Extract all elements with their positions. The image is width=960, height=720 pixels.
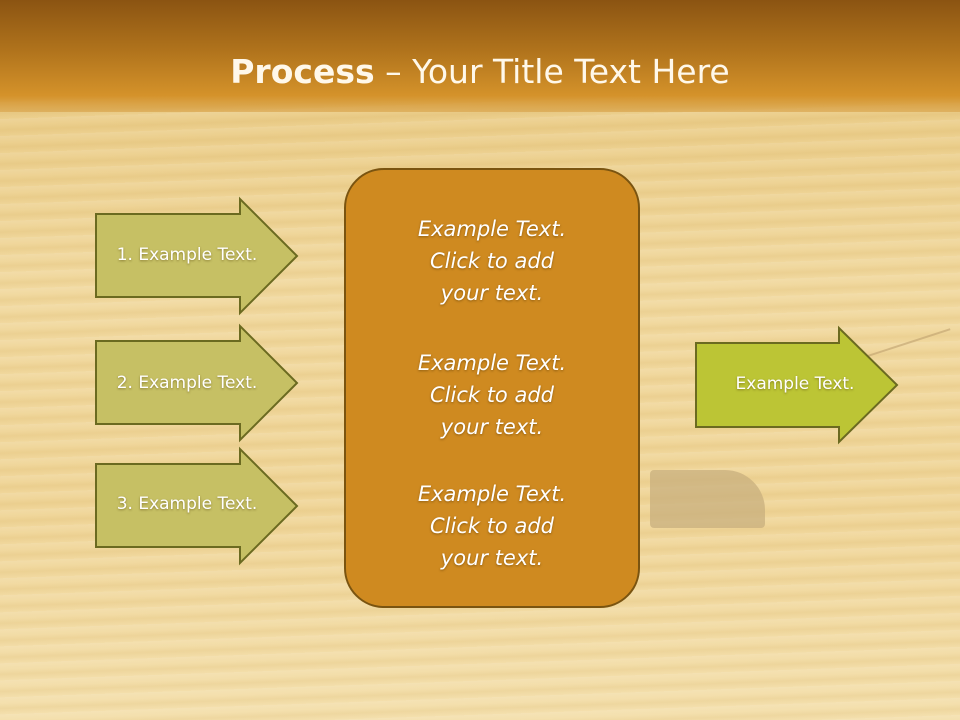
center-block-2-line-2: Click to add — [429, 383, 554, 407]
left-arrow-1-label: 1. Example Text. — [116, 245, 258, 265]
center-text-block-1: Example Text. Click to add your text. — [344, 213, 640, 309]
center-block-2-line-1: Example Text. — [417, 351, 567, 375]
title-regular-part: – Your Title Text Here — [374, 52, 730, 91]
center-block-1-line-3: your text. — [440, 281, 544, 305]
center-block-2-line-3: your text. — [440, 415, 544, 439]
left-arrow-2-label: 2. Example Text. — [116, 373, 258, 393]
left-arrow-1[interactable] — [95, 196, 299, 316]
center-text-block-3: Example Text. Click to add your text. — [344, 478, 640, 574]
title-bold-part: Process — [230, 52, 375, 91]
center-block-1-line-2: Click to add — [429, 249, 554, 273]
left-arrow-3[interactable] — [95, 446, 299, 566]
center-block-3-line-2: Click to add — [429, 514, 554, 538]
left-arrow-2[interactable] — [95, 323, 299, 443]
left-arrow-3-label: 3. Example Text. — [116, 494, 258, 514]
center-block-1-line-1: Example Text. — [417, 217, 567, 241]
center-block-3-line-3: your text. — [440, 546, 544, 570]
center-text-box[interactable] — [344, 168, 640, 608]
center-text-block-2: Example Text. Click to add your text. — [344, 347, 640, 443]
center-block-3-line-1: Example Text. — [417, 482, 567, 506]
right-arrow[interactable] — [695, 325, 899, 445]
title-banner — [0, 0, 960, 112]
right-arrow-label: Example Text. — [735, 374, 855, 394]
slide-title[interactable]: Process – Your Title Text Here — [0, 52, 960, 91]
boat-silhouette — [650, 470, 765, 528]
